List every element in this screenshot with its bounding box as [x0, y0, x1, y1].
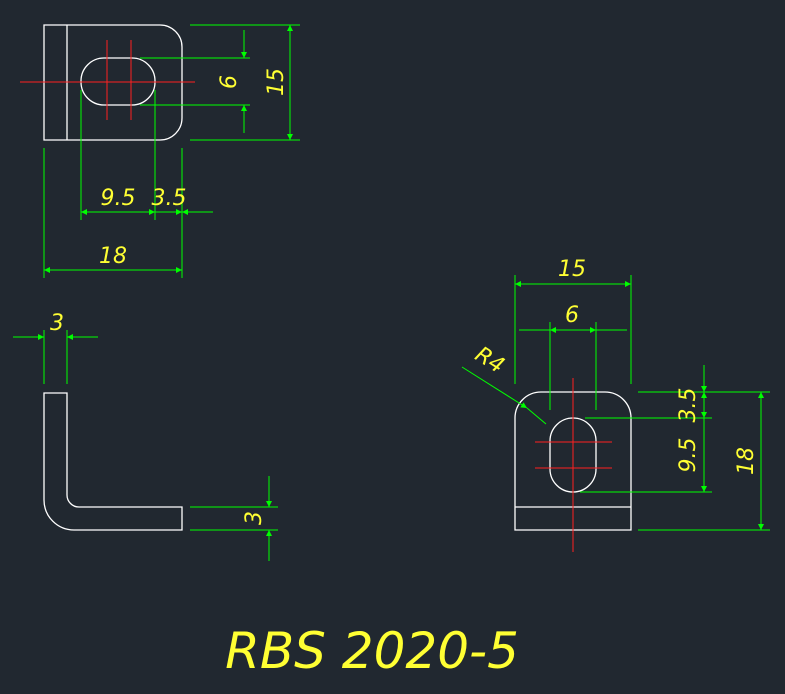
- front-dim-slot-label: 6: [565, 303, 579, 328]
- side-view-dimensions: [13, 330, 278, 561]
- top-dim-hole-offset-label: 9.5: [101, 186, 136, 211]
- side-dim-thickness-label: 3: [242, 511, 267, 525]
- front-dim-top-offset-label: 3.5: [676, 388, 701, 423]
- top-dim-hole-label: 6: [217, 75, 242, 89]
- front-dim-slot-length-label: 9.5: [676, 438, 701, 473]
- top-dim-length-label: 18: [99, 244, 127, 269]
- top-dim-edge-label: 3.5: [152, 186, 187, 211]
- drawing-title: RBS 2020-5: [225, 622, 519, 680]
- side-dim-top-label: 3: [50, 311, 64, 336]
- front-view-centerlines: [535, 378, 612, 552]
- front-view-dimensions: [461, 275, 770, 531]
- front-dim-height-label: 18: [734, 447, 759, 475]
- top-view-centerlines: [20, 40, 195, 120]
- side-view: 3 3: [13, 311, 278, 561]
- side-view-outline: [43, 392, 183, 531]
- front-view: 15 6 R4 3.5 9.5 18: [461, 257, 770, 552]
- front-dim-width-label: 15: [558, 257, 586, 282]
- top-view: 6 15 9.5 3.5 18: [20, 24, 300, 278]
- top-view-dimensions: [43, 24, 300, 278]
- top-dim-height-label: 15: [264, 68, 289, 96]
- front-dim-radius-label: R4: [470, 342, 508, 379]
